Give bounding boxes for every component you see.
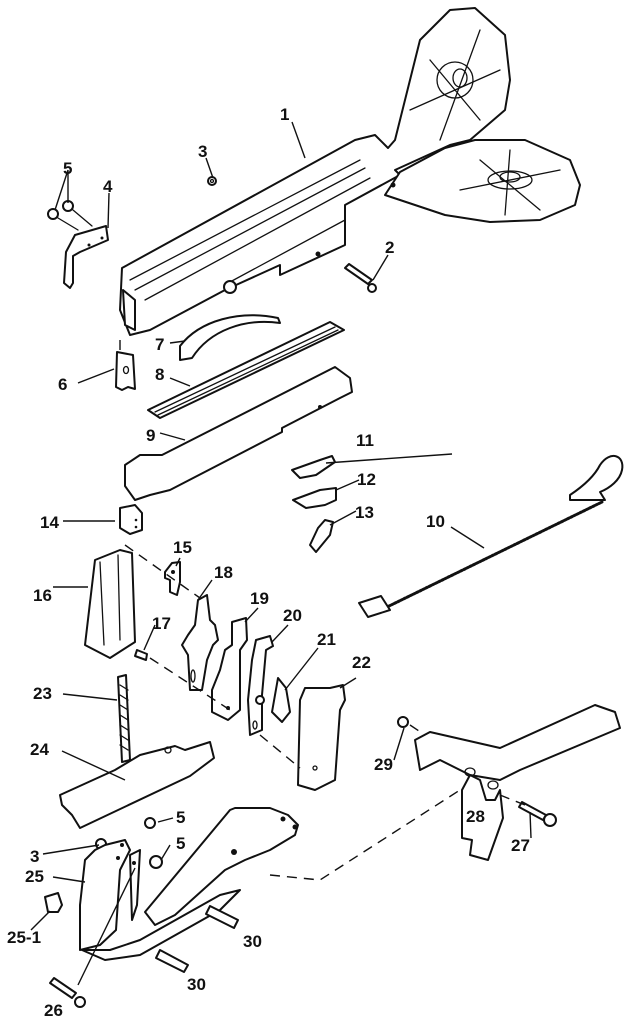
callout-10: 10: [426, 512, 445, 531]
callout-28: 28: [466, 807, 485, 826]
part-2-pin: [344, 263, 377, 293]
part-23-spring: [117, 674, 131, 763]
callout-1: 1: [280, 105, 289, 124]
part-22-cover: [297, 684, 346, 791]
callout-20: 20: [283, 606, 302, 625]
callout-labels: 1 2 3 4 5 6 7 8 9 10 11 12 13 14 15 16 1…: [7, 105, 530, 1020]
callout-29: 29: [374, 755, 393, 774]
part-28-lever-assembly: [414, 704, 621, 861]
lower-lever-body: [81, 807, 299, 961]
callout-21: 21: [317, 630, 336, 649]
callout-18: 18: [214, 563, 233, 582]
part-27-pin: [518, 801, 557, 827]
part-17-pin: [134, 649, 148, 661]
callout-3-top: 3: [198, 142, 207, 161]
callout-16: 16: [33, 586, 52, 605]
callout-13: 13: [355, 503, 374, 522]
callout-5-top: 5: [63, 159, 72, 178]
callout-4: 4: [103, 177, 113, 196]
callout-26: 26: [44, 1001, 63, 1020]
part-5-screws: [47, 200, 93, 231]
assembly-lines: [119, 340, 526, 881]
callout-5-lower-a: 5: [176, 808, 185, 827]
callout-8: 8: [155, 365, 164, 384]
callout-23: 23: [33, 684, 52, 703]
part-30-pins: [155, 905, 239, 973]
part-18-plate: [181, 594, 219, 691]
callout-17: 17: [152, 614, 171, 633]
part-13-tip: [309, 519, 334, 553]
callout-14: 14: [40, 513, 59, 532]
part-5-lower-screws: [144, 817, 163, 869]
callout-30-a: 30: [243, 932, 262, 951]
part-4-bracket: [63, 225, 109, 289]
part-8-rail: [147, 321, 345, 419]
part-9-arm: [124, 366, 353, 501]
callout-11: 11: [356, 431, 374, 450]
part-20-lever: [247, 635, 274, 736]
part-12-clip: [292, 487, 337, 509]
callout-9: 9: [146, 426, 155, 445]
callout-3-lower: 3: [30, 847, 39, 866]
callout-6: 6: [58, 375, 67, 394]
callout-15: 15: [173, 538, 192, 557]
part-24-slide: [59, 741, 215, 829]
leader-lines: [30, 121, 532, 986]
part-11-clip: [291, 455, 336, 479]
callout-25: 25: [25, 867, 44, 886]
callout-5-lower-b: 5: [176, 834, 185, 853]
part-25-1-cap: [44, 892, 63, 913]
part-3-nut: [207, 176, 217, 186]
part-1-main-body: [119, 7, 581, 336]
callout-22: 22: [352, 653, 371, 672]
part-7-spring-strip: [179, 314, 281, 361]
callout-27: 27: [511, 836, 530, 855]
callout-7: 7: [155, 335, 164, 354]
callout-30-b: 30: [187, 975, 206, 994]
part-10-wire: [358, 455, 624, 618]
callout-19: 19: [250, 589, 269, 608]
part-6-blade: [115, 351, 136, 391]
part-29-clip: [397, 716, 409, 728]
part-16-housing: [84, 549, 136, 659]
part-26-pin: [49, 977, 86, 1008]
part-14-bracket: [119, 504, 143, 535]
part-25-frame: [79, 839, 141, 951]
callout-24: 24: [30, 740, 49, 759]
callout-12: 12: [357, 470, 376, 489]
part-19-plate: [211, 617, 248, 721]
callout-2: 2: [385, 238, 394, 257]
callout-25-1: 25-1: [7, 928, 41, 947]
